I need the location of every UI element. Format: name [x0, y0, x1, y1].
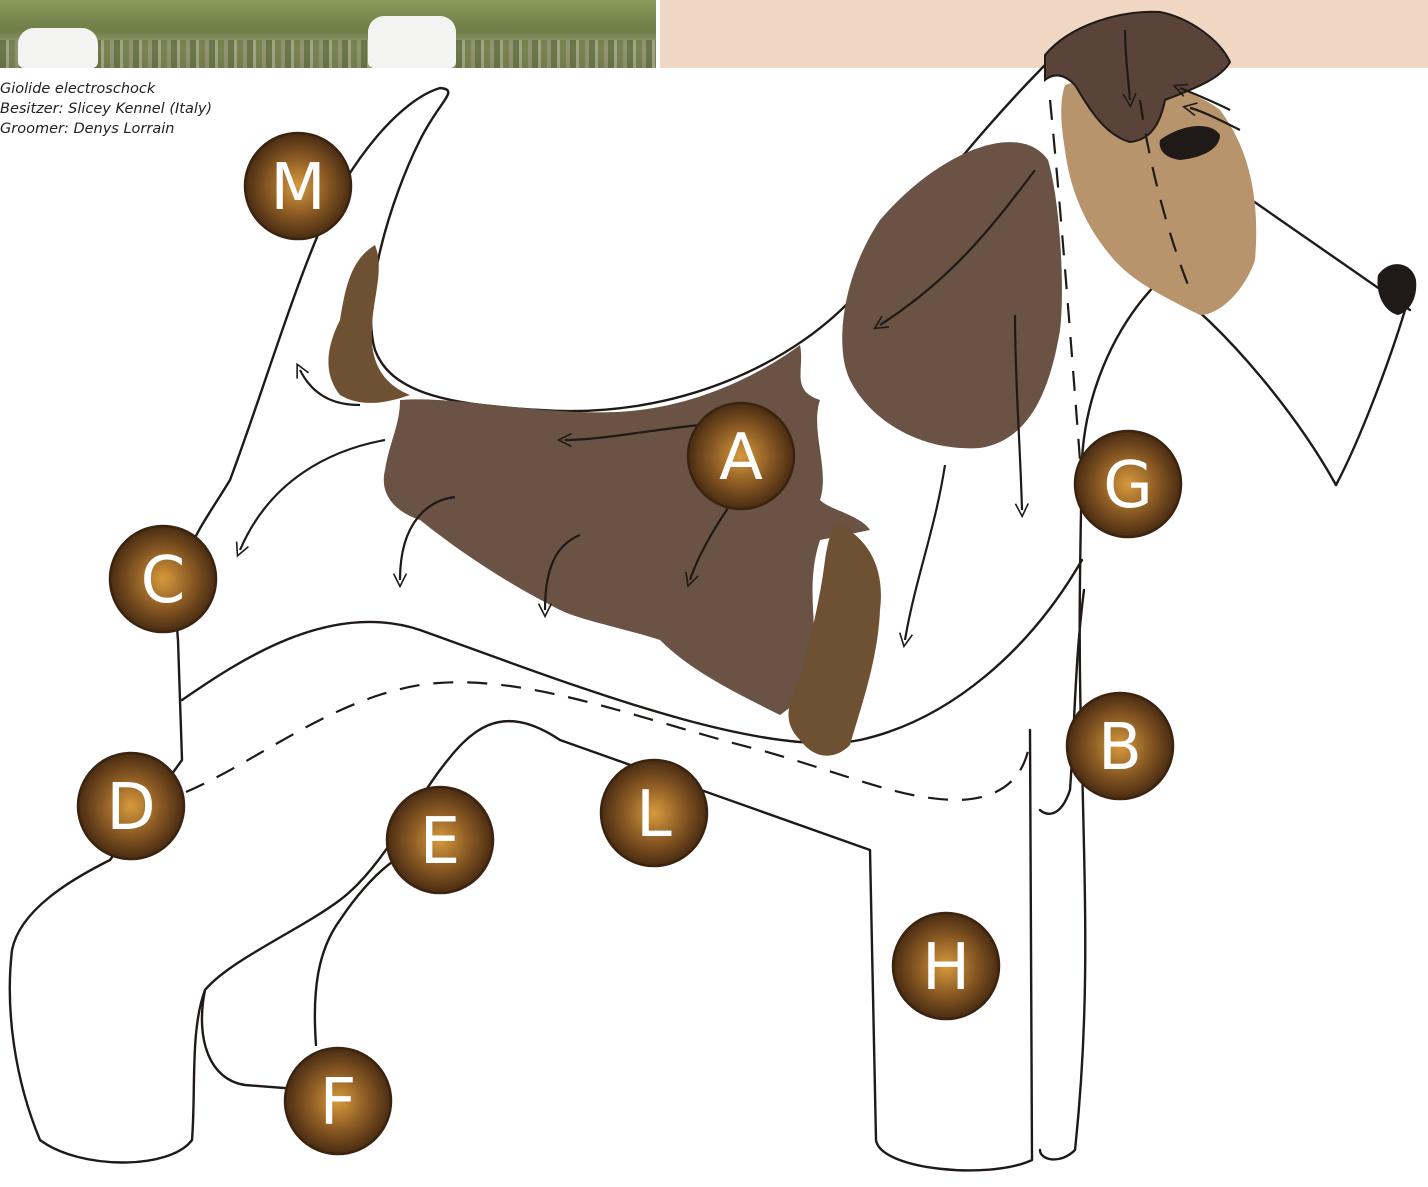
- marker-G-label: G: [1103, 449, 1153, 523]
- marker-A-label: A: [719, 421, 763, 495]
- coat-patches: [328, 12, 1416, 756]
- marker-M-label: M: [270, 151, 325, 225]
- marker-B: B: [1067, 693, 1173, 799]
- shoulder-dark-patch: [842, 142, 1062, 448]
- marker-C: C: [110, 526, 216, 632]
- marker-H: H: [893, 913, 999, 1019]
- marker-D-label: D: [106, 771, 155, 845]
- marker-F-label: F: [320, 1066, 357, 1140]
- nose: [1377, 264, 1416, 315]
- marker-C-label: C: [141, 544, 186, 618]
- marker-D: D: [78, 753, 184, 859]
- marker-F: F: [285, 1048, 391, 1154]
- marker-M: M: [245, 133, 351, 239]
- marker-L-label: L: [636, 778, 672, 852]
- marker-A: A: [688, 403, 794, 509]
- marker-G: G: [1075, 431, 1181, 537]
- marker-L: L: [601, 760, 707, 866]
- marker-B-label: B: [1098, 711, 1142, 785]
- marker-H-label: H: [922, 931, 970, 1005]
- marker-E-label: E: [420, 805, 460, 879]
- marker-E: E: [387, 787, 493, 893]
